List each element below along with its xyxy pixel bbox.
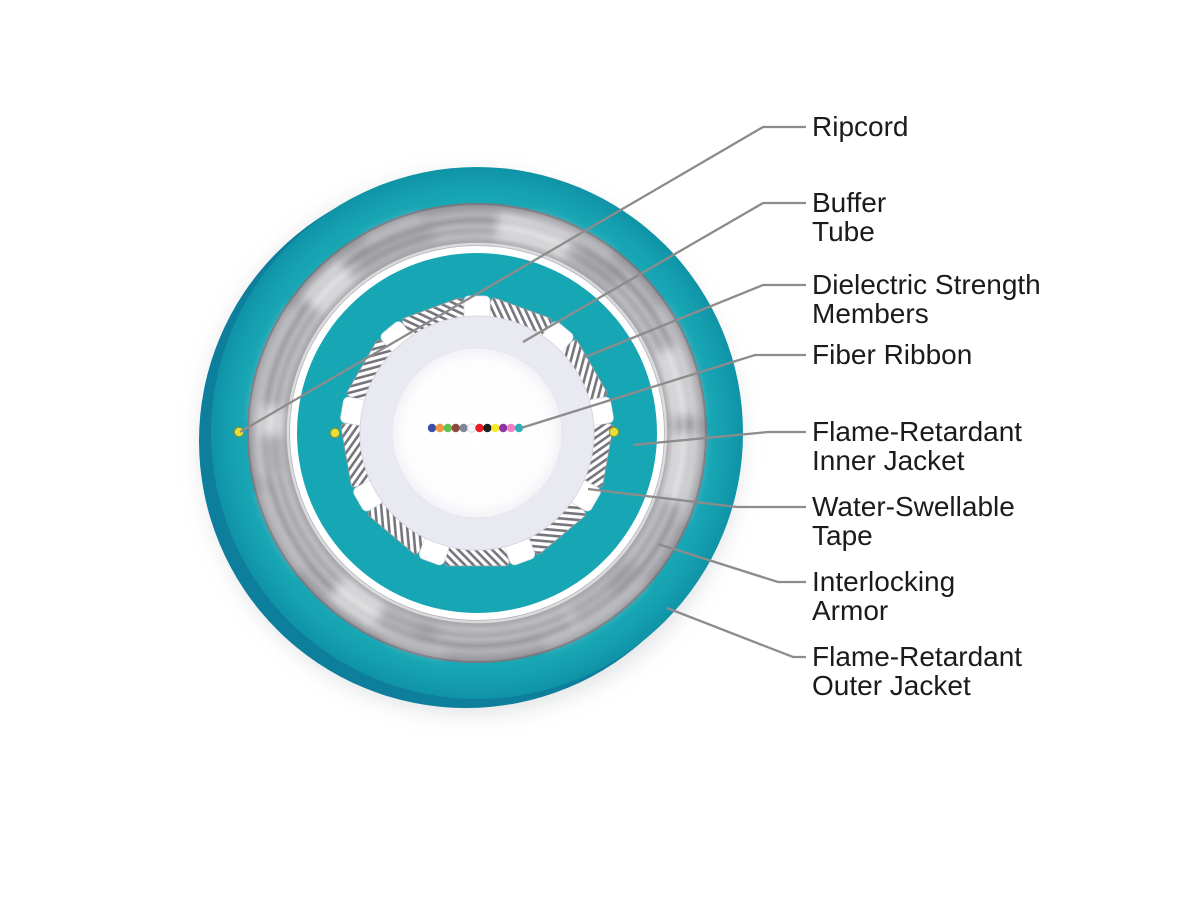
leader-lines xyxy=(239,125,806,659)
ripcord-strand xyxy=(329,427,341,439)
label-text: Tube xyxy=(812,216,875,247)
label-text: Dielectric Strength xyxy=(812,269,1041,300)
fiber-dot xyxy=(443,423,452,433)
leader-ripcord xyxy=(239,125,806,433)
fiber-dot xyxy=(506,423,516,433)
fiber-dot xyxy=(459,423,468,433)
label-text: Inner Jacket xyxy=(812,445,965,476)
label-text: Ripcord xyxy=(812,111,909,142)
leader-fiber-ribbon xyxy=(520,353,806,430)
fiber-dot xyxy=(466,423,477,433)
leader-buffer-tube xyxy=(522,201,806,343)
label-text: Flame-Retardant xyxy=(812,641,1023,672)
label-ripcord: Ripcord xyxy=(812,112,908,141)
label-text: Flame-Retardant xyxy=(812,416,1023,447)
fiber-dot xyxy=(475,423,484,433)
label-text: Buffer xyxy=(812,187,887,218)
fiber-ribbon xyxy=(427,423,524,433)
label-fiber-ribbon: Fiber Ribbon xyxy=(812,340,972,369)
fiber-dot xyxy=(435,423,445,433)
label-text: Outer Jacket xyxy=(812,670,971,701)
leader-flame-retardant-outer-jacket xyxy=(666,606,806,659)
label-text: Armor xyxy=(812,595,889,626)
leader-water-swellable-tape xyxy=(587,487,806,509)
ripcord-strand xyxy=(233,426,245,438)
label-text: Tape xyxy=(812,520,873,551)
fiber-dot xyxy=(483,423,492,433)
fiber-dot xyxy=(514,423,524,433)
buffer-tube-ring xyxy=(359,315,595,551)
leader-dielectric-strength-members xyxy=(582,283,806,360)
label-text: Interlocking xyxy=(812,566,956,597)
fiber-dot xyxy=(499,423,508,433)
label-text: Members xyxy=(812,298,929,329)
leader-flame-retardant-inner-jacket xyxy=(632,430,806,447)
fiber-dot xyxy=(491,423,500,433)
label-text: Fiber Ribbon xyxy=(812,339,973,370)
ripcord-strands xyxy=(233,426,620,439)
fiber-dot xyxy=(451,423,460,433)
fiber-dot xyxy=(427,423,437,433)
ripcord-strand xyxy=(608,426,620,438)
leader-interlocking-armor xyxy=(657,542,806,584)
label-text: Water-Swellable xyxy=(812,491,1015,522)
